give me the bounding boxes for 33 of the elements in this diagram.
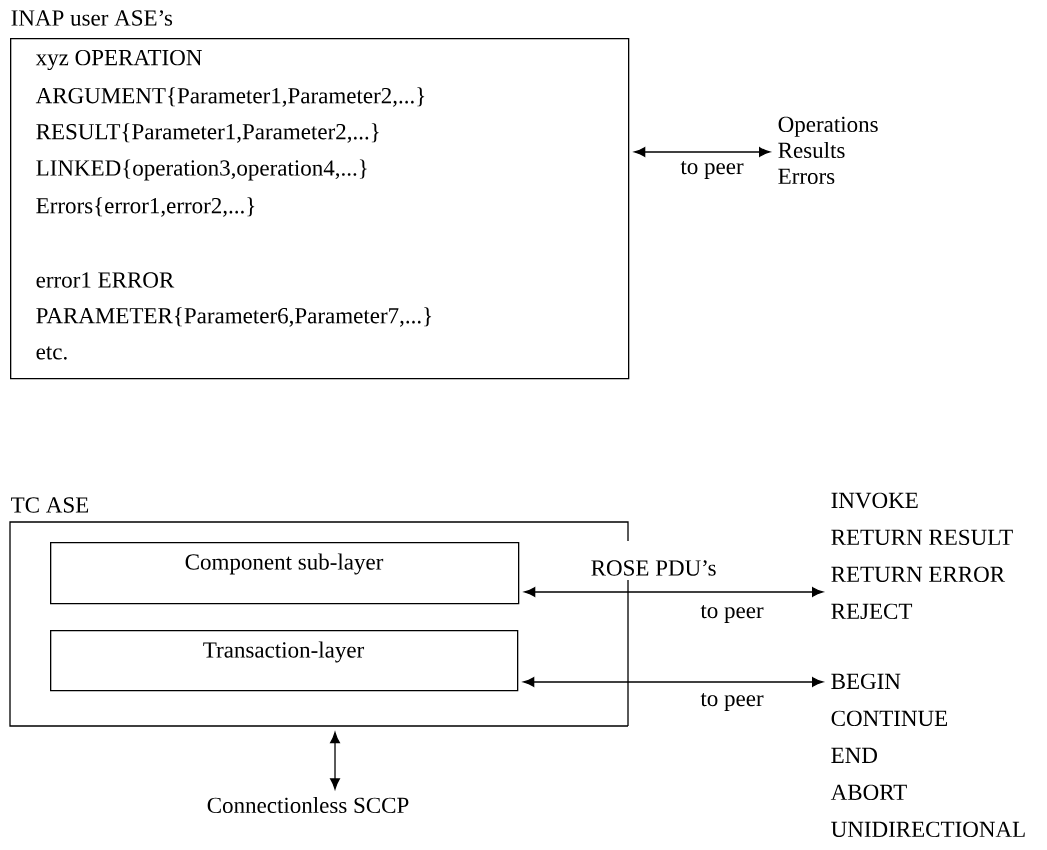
message-name: ABORT [830, 784, 907, 801]
double-arrow [634, 147, 771, 157]
message-name: RETURN RESULT [831, 529, 1013, 546]
code-line: Errors{error1,error2,...} [36, 197, 255, 217]
layer-box: Transaction-layer [50, 630, 519, 692]
message-name: CONTINUE [831, 710, 948, 727]
message-name: Results [778, 141, 845, 159]
edge-label: to peer [679, 160, 745, 180]
message-name: BEGIN [831, 673, 901, 690]
message-name: Operations [778, 116, 878, 137]
message-name: Errors [778, 168, 835, 185]
box-heading: TC ASE [11, 497, 89, 513]
layer-box: Component sub-layer [50, 542, 520, 605]
code-line: RESULT{Parameter1,Parameter2,...} [36, 123, 379, 143]
code-line: LINKED{operation3,operation4,...} [36, 159, 367, 181]
code-line: xyz OPERATION [35, 49, 202, 71]
double-arrow [523, 677, 824, 687]
code-line: error1 ERROR [36, 272, 175, 288]
message-name: REJECT [831, 603, 913, 620]
double-arrow [524, 587, 824, 597]
arrow-caption: ROSE PDU’s [591, 560, 716, 576]
edge-label: to peer [699, 692, 765, 712]
layer-label: Connectionless SCCP [207, 796, 409, 814]
code-line: etc. [36, 346, 67, 360]
box-heading: INAP user ASE’s [11, 10, 173, 26]
message-name: UNIDIRECTIONAL [831, 821, 1025, 838]
message-name: RETURN ERROR [831, 566, 1006, 583]
code-line: PARAMETER{Parameter6,Parameter7,...} [36, 307, 432, 327]
edge-label: to peer [699, 604, 765, 624]
message-name: INVOKE [831, 492, 918, 509]
code-line: ARGUMENT{Parameter1,Parameter2,...} [35, 87, 425, 107]
double-arrow [330, 732, 340, 790]
message-name: END [831, 747, 877, 763]
